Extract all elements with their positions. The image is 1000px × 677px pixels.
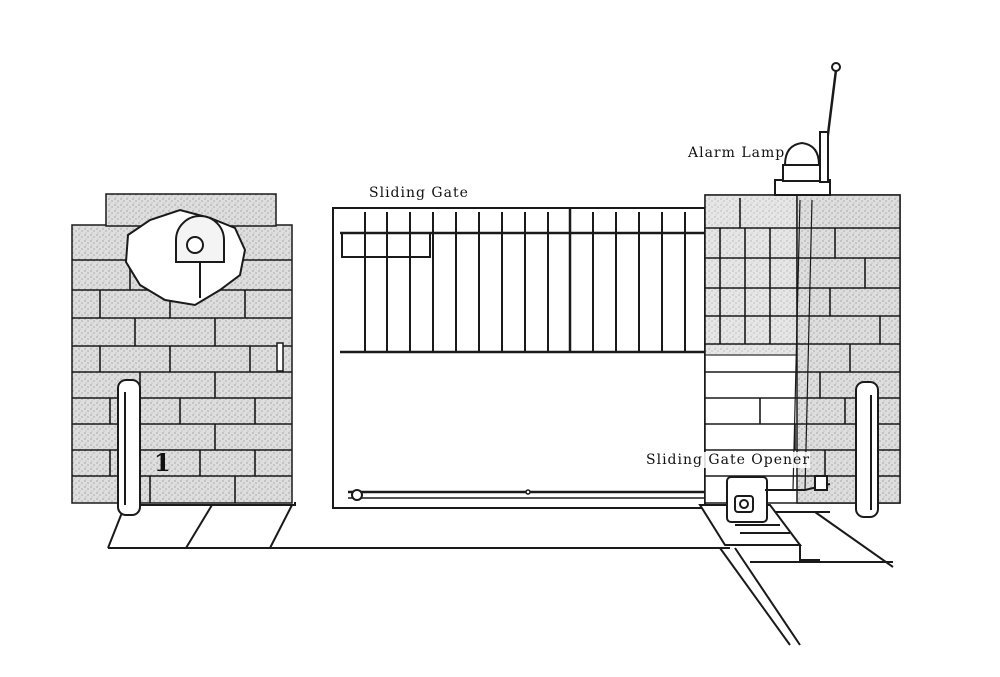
alarm-lamp (774, 62, 841, 196)
ground-path (107, 502, 894, 646)
gate-latch (276, 342, 284, 372)
left-photocell-post (117, 379, 141, 516)
photocell-mark: 1 (154, 448, 171, 477)
right-photocell-post (855, 381, 879, 518)
left-pillar (71, 193, 293, 504)
sliding-gate (332, 207, 706, 509)
gate-opener-motor (698, 475, 831, 561)
label-alarm-lamp: Alarm Lamp (688, 145, 786, 161)
label-sliding-gate-opener: Sliding Gate Opener (646, 452, 811, 468)
label-sliding-gate: Sliding Gate (369, 185, 469, 201)
